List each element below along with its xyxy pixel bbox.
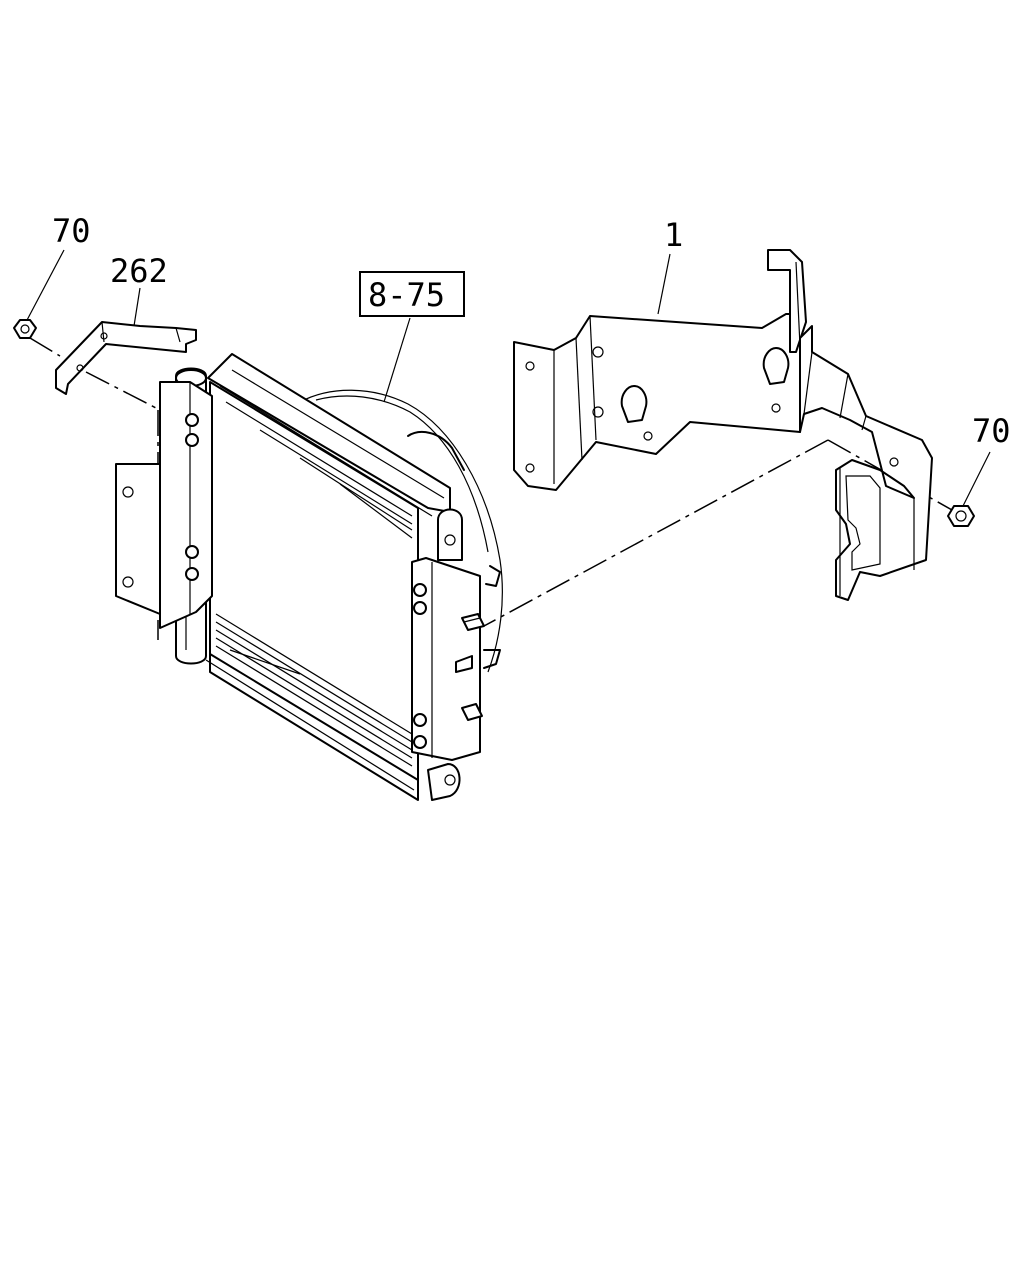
left-bolts bbox=[185, 413, 199, 581]
hex-nut-left bbox=[13, 319, 37, 339]
leader-lines bbox=[25, 249, 991, 509]
reference-box bbox=[359, 271, 465, 317]
mounting-studs bbox=[455, 613, 485, 721]
callout-bracket-small: 262 bbox=[110, 252, 168, 290]
hex-nut-right bbox=[947, 505, 975, 527]
callout-bracket-main: 1 bbox=[664, 216, 683, 254]
small-bracket bbox=[55, 321, 197, 395]
main-bracket bbox=[513, 249, 933, 601]
callout-reference: 8-75 bbox=[368, 276, 445, 314]
right-bolts bbox=[413, 583, 427, 749]
radiator-assembly bbox=[115, 353, 503, 801]
callout-nut-right: 70 bbox=[972, 412, 1011, 450]
callout-nut-left: 70 bbox=[52, 212, 91, 250]
core-fins bbox=[215, 401, 413, 767]
